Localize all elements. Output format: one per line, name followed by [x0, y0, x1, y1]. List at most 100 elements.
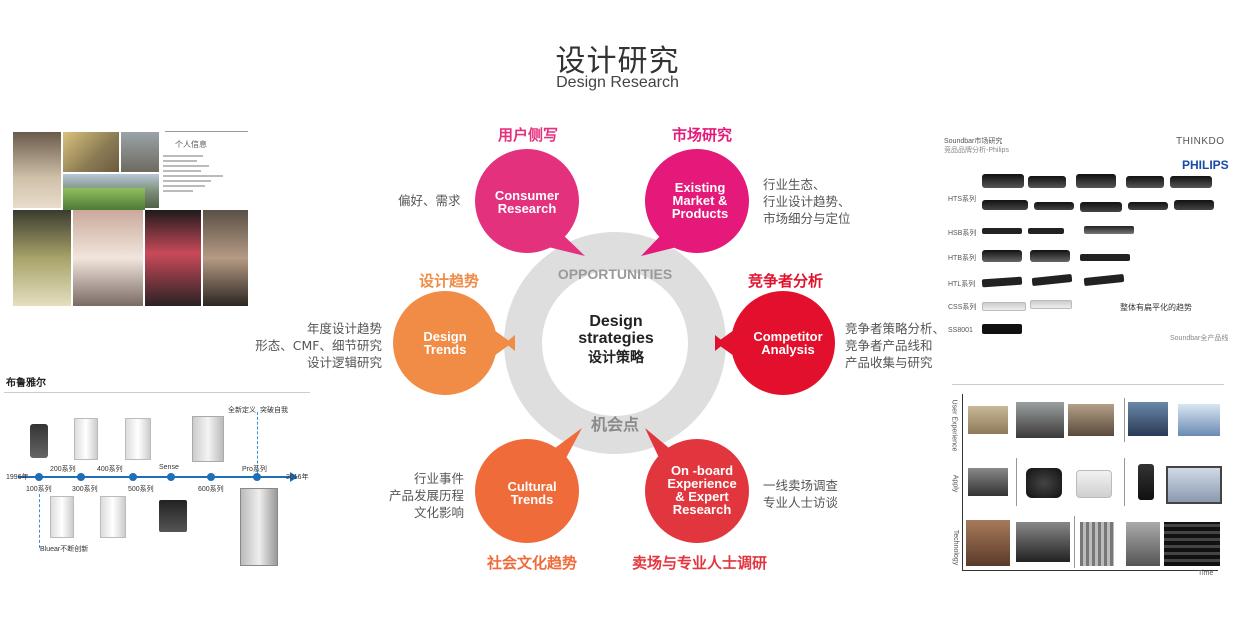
opportunities-ring [504, 232, 726, 454]
soundbar-item [1080, 202, 1122, 212]
row-label-htb: HTB系列 [948, 255, 976, 262]
matrix-photo [1016, 402, 1064, 438]
row-label-css: CSS系列 [948, 304, 977, 311]
row-label-htl: HTL系列 [948, 281, 976, 288]
soundbar-item [1030, 250, 1070, 262]
onboard-note-line-1: 一线卖场调查 [763, 478, 839, 493]
market-note-line-3: 市场细分与定位 [763, 211, 851, 226]
competitor-title: 竞争者分析 [748, 272, 824, 290]
trends-note: 年度设计趋势 形态、CMF、细节研究 设计逻辑研究 [230, 320, 382, 371]
consumer-bubble-label: Consumer Research [477, 189, 577, 215]
soundbar-item [982, 324, 1022, 334]
competitor-note-line-1: 竞争者策略分析、 [845, 321, 946, 336]
soundbar-item [982, 228, 1022, 234]
onboard-bubble [645, 428, 749, 543]
row-label-ss8001: SS8001 [948, 327, 973, 334]
matrix-photo [966, 520, 1010, 566]
soundbar-item [1083, 273, 1125, 287]
ring-cut-top [605, 290, 625, 320]
cultural-label-line-2: Trends [510, 492, 554, 507]
profile-info-text [163, 152, 233, 195]
page-subtitle: Design Research [556, 74, 679, 91]
product-100 [30, 424, 48, 458]
competitor-note: 竞争者策略分析、 竞争者产品线和 产品收集与研究 [845, 320, 945, 371]
label-bluear: Bluear不断创新 [40, 546, 89, 553]
matrix-photo [1026, 468, 1062, 498]
matrix-photo [1126, 522, 1160, 566]
market-label-line-1: Existing [674, 180, 726, 195]
market-bubble [641, 149, 749, 256]
label-500: 500系列 [128, 486, 154, 493]
timeline-arrow [290, 472, 298, 482]
cultural-label-line-1: Cultural [507, 479, 557, 494]
soundbar-item [1174, 200, 1214, 210]
core-text: Design strategies 设计策略 [560, 313, 672, 369]
timeline-axis [18, 476, 292, 478]
matrix-row-tech: Technology [952, 529, 960, 566]
product-200 [74, 418, 98, 460]
row-label-hsb: HSB系列 [948, 230, 977, 237]
matrix-y-axis [962, 394, 963, 570]
core-line-3: 设计策略 [588, 350, 644, 366]
matrix-photo [968, 468, 1008, 496]
onboard-note: 一线卖场调查 专业人士访谈 [763, 477, 838, 511]
label-2016: 2016年 [286, 474, 309, 481]
matrix-photo [1076, 470, 1112, 498]
matrix-x-label: Time [1198, 570, 1214, 577]
timeline-dot-6 [253, 473, 261, 481]
matrix-photo [1138, 464, 1154, 500]
soundbar-item [1170, 176, 1212, 188]
consumer-note: 偏好、需求 [398, 193, 461, 208]
photo-garden [63, 188, 145, 210]
profile-divider [165, 131, 248, 132]
trends-label-line-1: Design [423, 329, 467, 344]
soundbar-title: Soundbar市场研究 [944, 138, 1003, 145]
product-pro [240, 488, 278, 566]
soundbar-item [1028, 228, 1064, 234]
photo-fashion-1 [13, 210, 71, 306]
market-title: 市场研究 [672, 126, 733, 144]
soundbar-item [1076, 174, 1116, 188]
trends-label-line-2: Trends [423, 342, 467, 357]
market-label-line-2: Market & [672, 193, 728, 208]
matrix-photo [1166, 466, 1222, 504]
ring-bottom-label: 机会点 [590, 415, 639, 434]
cultural-title: 社会文化趋势 [487, 554, 578, 572]
photo-couple [63, 132, 119, 172]
timeline-dot-5 [207, 473, 215, 481]
onboard-bubble-label: On -board Experience & Expert Research [652, 464, 752, 516]
label-1996: 1996年 [6, 474, 29, 481]
label-300: 300系列 [72, 486, 98, 493]
competitor-label-line-2: Analysis [761, 342, 815, 357]
timeline-dashed-left [39, 494, 40, 548]
page-title: 设计研究 [555, 44, 680, 79]
core-line-2: strategies [578, 330, 654, 347]
competitor-bubble-label: Competitor Analysis [738, 330, 838, 356]
matrix-x-axis [962, 570, 1218, 571]
consumer-label-line-2: Research [497, 201, 557, 216]
soundbar-item [1126, 176, 1164, 188]
cultural-note-line-1: 行业事件 [413, 471, 464, 486]
competitor-label-line-1: Competitor [753, 329, 823, 344]
soundbar-item [981, 276, 1023, 288]
cultural-bubble [475, 428, 582, 543]
market-bubble-label: Existing Market & Products [650, 181, 750, 220]
matrix-divider [1124, 458, 1125, 506]
timeline-dot-4 [167, 473, 175, 481]
timeline-dashed-marker [257, 412, 258, 478]
timeline-top-line [4, 392, 310, 393]
matrix-divider [1074, 516, 1075, 568]
product-300 [50, 496, 74, 538]
consumer-title: 用户侧写 [498, 126, 559, 144]
matrix-photo [1080, 522, 1114, 566]
onboard-title: 卖场与专业人士调研 [632, 554, 768, 572]
trends-note-line-2: 形态、CMF、细节研究 [255, 338, 382, 353]
soundbar-item [1084, 226, 1134, 234]
label-400: 400系列 [97, 466, 123, 473]
cultural-bubble-label: Cultural Trends [482, 480, 582, 506]
label-sense: Sense [159, 464, 179, 471]
market-note-line-1: 行业生态、 [763, 177, 826, 192]
soundbar-item [1028, 176, 1066, 188]
thinkdo-logo: THINKDO [1176, 136, 1225, 147]
matrix-row-ux: User Experience [950, 399, 958, 452]
